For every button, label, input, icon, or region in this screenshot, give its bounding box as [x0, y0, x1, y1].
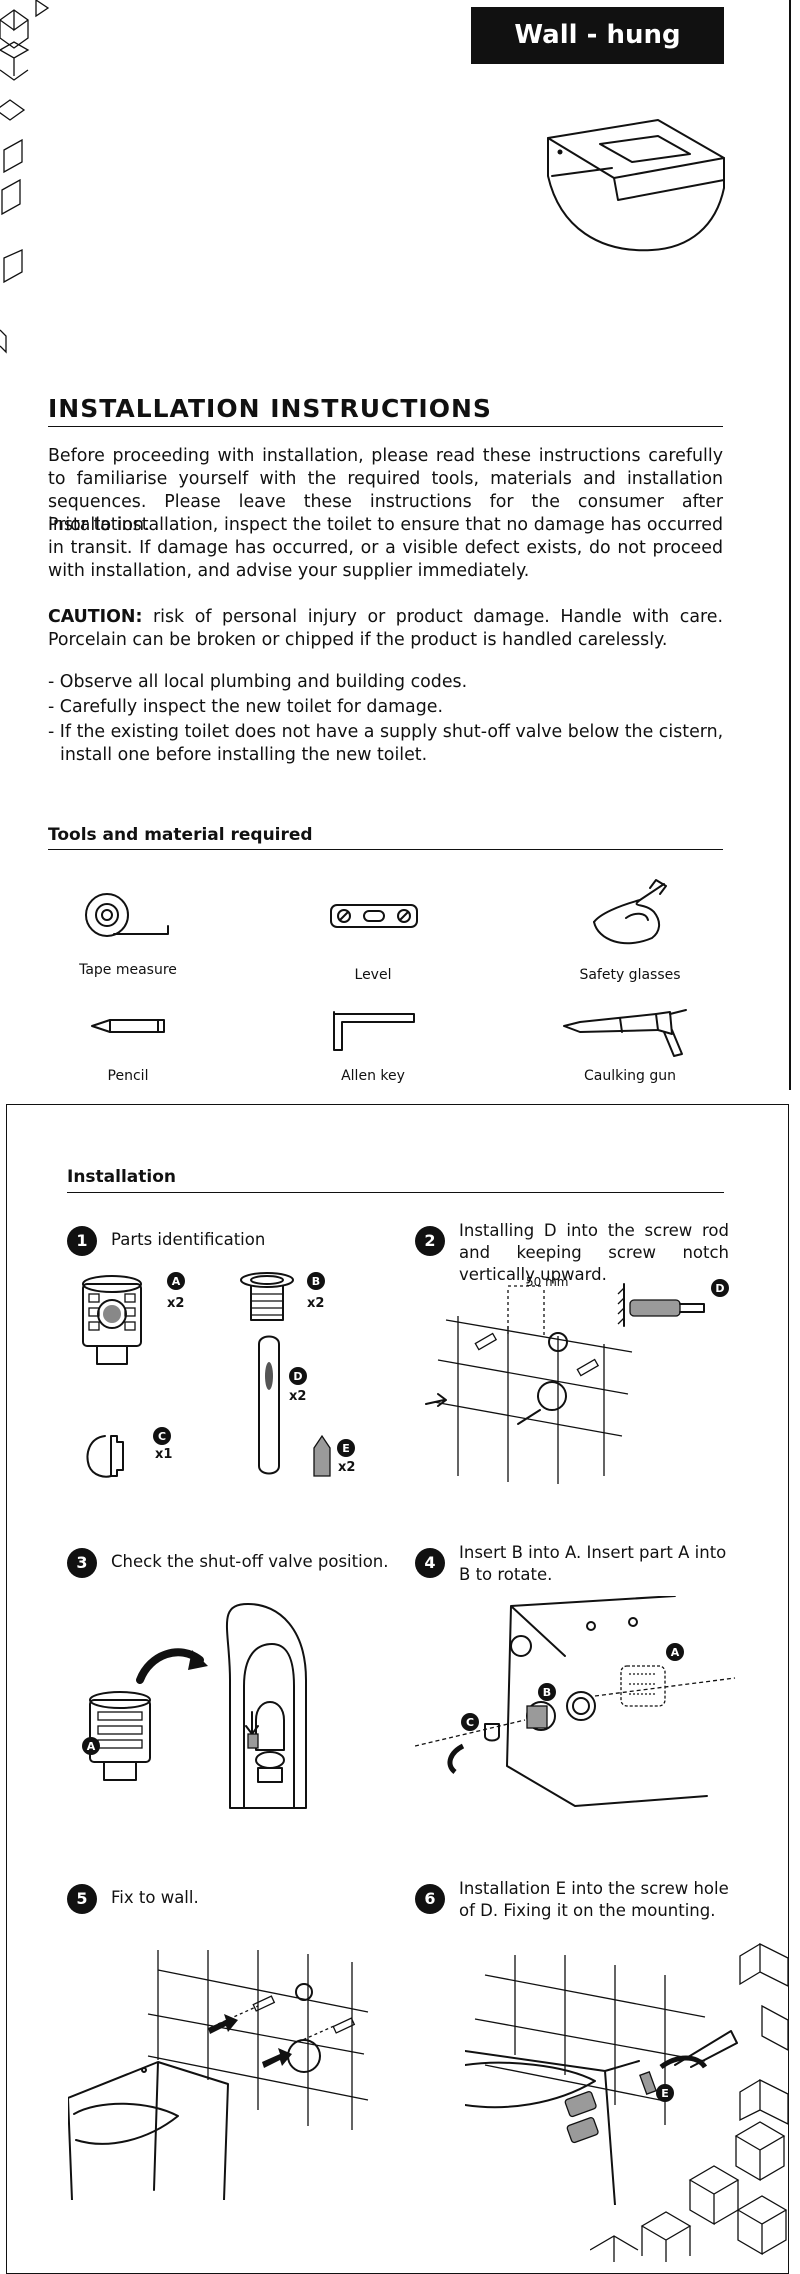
part-a-icon: [89, 1691, 151, 1781]
shut-off-valve-illustration: A: [82, 1603, 307, 1809]
level-icon: [330, 904, 418, 928]
step-number: 1: [67, 1226, 97, 1256]
part-b-letter: B: [543, 1686, 551, 1699]
tool-label-tape-measure: Tape measure: [79, 962, 177, 978]
caution-paragraph: CAUTION: risk of personal injury or prod…: [48, 606, 723, 652]
step-text: Installation E into the screw hole of D.…: [459, 1879, 729, 1920]
note-item: - Carefully inspect the new toilet for d…: [48, 697, 443, 717]
part-d-qty: x2: [289, 1389, 306, 1404]
tape-measure-icon: [85, 893, 169, 937]
part-d-letter: D: [293, 1370, 302, 1383]
step-text: Insert B into A. Insert part A into B to…: [459, 1543, 727, 1584]
dimension-label: 50 mm: [526, 1276, 568, 1289]
assembly-illustration: A B C: [415, 1596, 736, 1807]
part-c-letter: C: [466, 1716, 474, 1729]
part-c-qty: x1: [155, 1447, 172, 1462]
part-e-letter: E: [661, 2087, 669, 2100]
decorative-cube-pattern: [590, 1942, 788, 2262]
part-e-icon: [313, 1434, 331, 1477]
screw-rod-illustration: 50 mm D: [425, 1276, 729, 1484]
tool-label-caulking-gun: Caulking gun: [584, 1068, 676, 1084]
tool-label-safety-glasses: Safety glasses: [579, 967, 681, 983]
part-c-icon: [86, 1435, 124, 1478]
step-number: 5: [67, 1884, 97, 1914]
page-title: Wall - hung toilet: [471, 7, 724, 107]
step-text: Parts identification: [111, 1230, 266, 1249]
note-item: - If the existing toilet does not have a…: [48, 722, 724, 765]
step-number: 4: [415, 1548, 445, 1578]
step-text: Fix to wall.: [111, 1888, 199, 1907]
instructions-heading: INSTALLATION INSTRUCTIONS: [48, 394, 723, 427]
part-d-letter: D: [715, 1282, 724, 1295]
note-item: - Observe all local plumbing and buildin…: [48, 672, 468, 692]
step-text: Check the shut-off valve position.: [111, 1552, 389, 1571]
part-a-icon: [82, 1275, 142, 1365]
part-b-icon: [240, 1272, 294, 1321]
pencil-icon: [91, 1019, 165, 1033]
fix-mounting-illustration: E: [465, 1955, 738, 2205]
decorative-cube-pattern: [0, 0, 50, 354]
part-b-qty: x2: [307, 1296, 324, 1311]
part-a-letter: A: [671, 1646, 680, 1659]
part-a-qty: x2: [167, 1296, 184, 1311]
caution-label: CAUTION:: [48, 607, 143, 627]
step-number: 6: [415, 1884, 445, 1914]
tool-label-allen-key: Allen key: [341, 1068, 405, 1084]
allen-key-icon: [333, 1011, 415, 1051]
tool-label-pencil: Pencil: [107, 1068, 149, 1084]
part-e-letter: E: [342, 1442, 350, 1455]
safety-glasses-icon: [593, 879, 667, 945]
step-number: 2: [415, 1226, 445, 1256]
caution-text: risk of personal injury or product damag…: [48, 607, 723, 650]
part-b-letter: B: [312, 1275, 320, 1288]
intro-paragraph: Before proceeding with installation, ple…: [48, 446, 723, 535]
part-c-letter: C: [158, 1430, 166, 1443]
page-divider: [789, 0, 791, 1090]
part-a-icon: [620, 1665, 666, 1707]
part-a-letter: A: [172, 1275, 181, 1288]
inspect-paragraph: Prior to installation, inspect the toile…: [48, 515, 723, 581]
caulking-gun-icon: [563, 1009, 687, 1057]
part-a-letter: A: [87, 1740, 96, 1753]
part-d-icon: [258, 1335, 280, 1475]
parts-identification-illustration: A x2 B x2 D x2 C x1 E x2: [82, 1272, 355, 1478]
tools-title: Tools and material required: [48, 825, 723, 850]
part-e-qty: x2: [338, 1460, 355, 1475]
installation-title: Installation: [67, 1167, 724, 1193]
step-text: Installing D into the screw rod and keep…: [459, 1221, 729, 1284]
toilet-illustration: [547, 119, 725, 252]
step-number: 3: [67, 1548, 97, 1578]
tool-label-level: Level: [354, 967, 392, 983]
fix-to-wall-illustration: [68, 1950, 369, 2200]
